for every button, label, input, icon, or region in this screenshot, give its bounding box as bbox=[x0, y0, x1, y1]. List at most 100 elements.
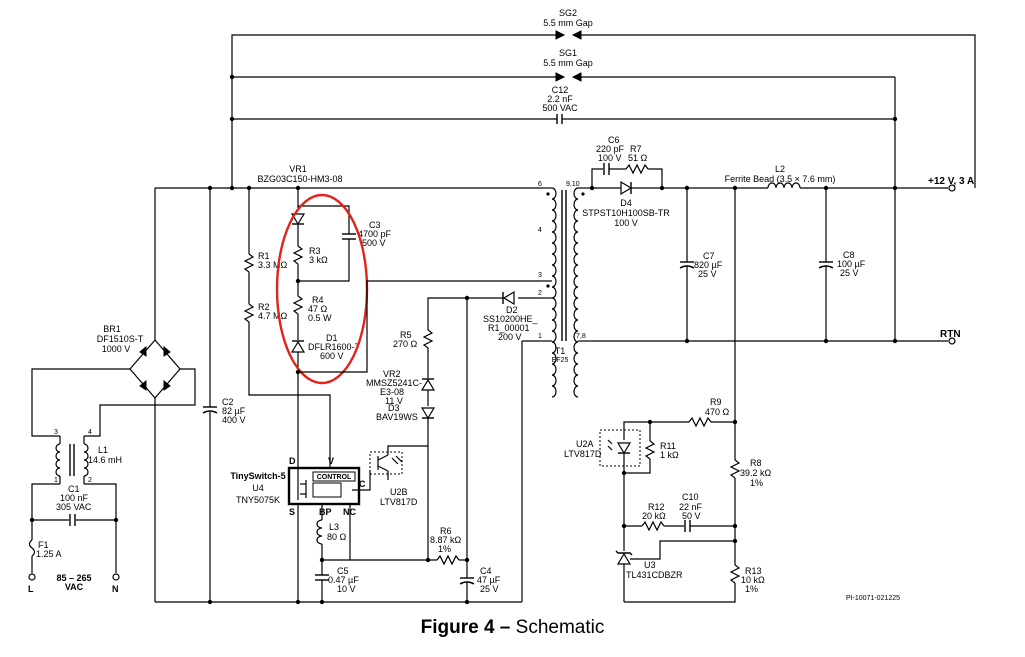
u4-pin-bp: BP bbox=[319, 507, 332, 517]
c2-value: 82 µF bbox=[222, 406, 246, 416]
br1-ref: BR1 bbox=[103, 324, 121, 334]
diode-d4: D4 STPST10H100SB-TR 100 V bbox=[582, 180, 768, 228]
vr1-part: BZG03C150-HM3-08 bbox=[257, 174, 342, 184]
r6-value: 8.87 kΩ bbox=[430, 535, 462, 545]
l2-ref: L2 bbox=[775, 164, 785, 174]
r2-ref: R2 bbox=[258, 302, 270, 312]
r3-ref: R3 bbox=[309, 246, 321, 256]
u4-pin-s: S bbox=[289, 507, 295, 517]
capacitor-c2: C2 82 µF 400 V bbox=[202, 188, 246, 602]
t1-pin-9-10: 9,10 bbox=[566, 181, 580, 188]
snubber-c6-r7: C6 220 pF 100 V R7 51 Ω bbox=[591, 135, 663, 188]
t1-pin-7-8: 7,8 bbox=[576, 333, 586, 340]
bp-network: L3 80 Ω C5 0.47 µF 10 V R6 8.87 kΩ 1% C4… bbox=[315, 504, 501, 602]
vout-label: +12 V, 3 A bbox=[928, 176, 974, 187]
c2-ref: C2 bbox=[222, 397, 234, 407]
r12-ref: R12 bbox=[648, 502, 665, 512]
primary-return bbox=[155, 599, 522, 605]
r8-tol: 1% bbox=[750, 478, 763, 488]
c3-ref: C3 bbox=[369, 220, 381, 230]
c8-value: 100 µF bbox=[837, 259, 866, 269]
c7-value: 820 µF bbox=[694, 260, 723, 270]
r6-tol: 1% bbox=[438, 544, 451, 554]
c4-value: 47 µF bbox=[477, 575, 501, 585]
r11-ref: R11 bbox=[660, 441, 676, 451]
u4-pin-v: V bbox=[328, 456, 334, 466]
d2-rating: 200 V bbox=[498, 332, 522, 342]
vr2-ref: VR2 bbox=[383, 369, 401, 379]
l1-pin-1: 1 bbox=[54, 477, 58, 484]
capacitor-c1: C1 100 nF 305 VAC bbox=[32, 484, 116, 526]
r9-value: 470 Ω bbox=[705, 407, 730, 417]
r13-tol: 1% bbox=[745, 584, 758, 594]
c6-value: 220 pF bbox=[596, 144, 625, 154]
figure-title: Schematic bbox=[515, 617, 605, 638]
c1-rating: 305 VAC bbox=[56, 502, 92, 512]
c3-rating: 500 V bbox=[362, 238, 386, 248]
u2a-part: LTV817D bbox=[564, 449, 602, 459]
r7-ref: R7 bbox=[630, 144, 642, 154]
d1-part: DFLR1600-7 bbox=[308, 342, 360, 352]
br1-part: DF1510S-T bbox=[97, 334, 144, 344]
c10-rating: 50 V bbox=[682, 511, 701, 521]
r6-ref: R6 bbox=[440, 526, 452, 536]
capacitor-c7: C7 820 µF 25 V bbox=[679, 188, 723, 341]
input-line-label: L bbox=[28, 584, 34, 594]
drawing-id: PI-10071-021225 bbox=[846, 595, 900, 602]
c12-rating: 500 VAC bbox=[542, 103, 578, 113]
c8-ref: C8 bbox=[843, 250, 855, 260]
t1-pin-1: 1 bbox=[538, 333, 542, 340]
figure-label: Figure 4 – bbox=[420, 617, 511, 638]
f1-ref: F1 bbox=[38, 540, 49, 550]
l1-pin-3: 3 bbox=[54, 429, 58, 436]
capacitor-c12: C12 2.2 nF 500 VAC bbox=[542, 85, 578, 124]
c5-value: 0.47 µF bbox=[328, 575, 359, 585]
d2-part2: R1_00001 bbox=[488, 323, 530, 333]
capacitor-c8: C8 100 µF 25 V bbox=[818, 188, 866, 341]
l3-value: 80 Ω bbox=[327, 532, 347, 542]
c5-ref: C5 bbox=[337, 566, 349, 576]
rtn-label: RTN bbox=[940, 329, 961, 340]
ac-input: 85 – 265 VAC L N bbox=[28, 573, 120, 594]
t1-part: EF25 bbox=[552, 357, 569, 364]
resistor-r2: R2 4.7 MΩ bbox=[243, 302, 331, 468]
sg1-ref: SG1 bbox=[559, 48, 577, 58]
sg2-value: 5.5 mm Gap bbox=[543, 18, 593, 28]
l1-pin-4: 4 bbox=[88, 429, 92, 436]
feedback-network: R9 470 Ω U2A LTV817D R11 1 kΩ R8 39.2 kΩ… bbox=[564, 188, 772, 603]
d1-rating: 600 V bbox=[320, 351, 344, 361]
bias-circuit: D2 SS10200HE_ R1_00001 200 V R5 270 Ω VR… bbox=[366, 290, 540, 602]
t1-ref: T1 bbox=[555, 346, 566, 356]
r8-value: 39.2 kΩ bbox=[740, 468, 772, 478]
f1-value: 1.25 A bbox=[36, 549, 62, 559]
l2-value: Ferrite Bead (3.5 × 7.6 mm) bbox=[725, 174, 836, 184]
c8-rating: 25 V bbox=[840, 268, 859, 278]
t1-pin-6: 6 bbox=[538, 181, 542, 188]
d4-part: STPST10H100SB-TR bbox=[582, 208, 670, 218]
d4-rating: 100 V bbox=[614, 218, 638, 228]
c10-ref: C10 bbox=[682, 492, 699, 502]
vr2-part2: E3-08 bbox=[380, 387, 404, 397]
bridge-rectifier-br1: BR1 DF1510S-T 1000 V bbox=[31, 188, 196, 602]
r2-value: 4.7 MΩ bbox=[258, 311, 288, 321]
r3-value: 3 kΩ bbox=[309, 255, 328, 265]
input-voltage: 85 – 265 bbox=[56, 573, 91, 583]
r11-value: 1 kΩ bbox=[660, 450, 679, 460]
c3-value: 4700 pF bbox=[358, 229, 392, 239]
d3-part: BAV19WS bbox=[376, 412, 418, 422]
c7-ref: C7 bbox=[703, 251, 715, 261]
input-neutral-label: N bbox=[112, 584, 119, 594]
vr2-rating: 11 V bbox=[385, 396, 403, 406]
c5-rating: 10 V bbox=[337, 584, 356, 594]
u4-control-label: CONTROL bbox=[317, 474, 352, 481]
r7-value: 51 Ω bbox=[628, 153, 648, 163]
zener-vr1: VR1 BZG03C150-HM3-08 bbox=[257, 164, 342, 184]
r5-value: 270 Ω bbox=[393, 339, 418, 349]
c4-ref: C4 bbox=[480, 566, 492, 576]
l3-ref: L3 bbox=[329, 522, 339, 532]
spark-gap-sg2: SG2 5.5 mm Gap bbox=[543, 8, 593, 40]
u4-pin-d: D bbox=[289, 456, 296, 466]
c6-ref: C6 bbox=[608, 135, 620, 145]
sg2-ref: SG2 bbox=[559, 8, 577, 18]
figure-caption: Figure 4 – Schematic bbox=[0, 617, 1025, 639]
